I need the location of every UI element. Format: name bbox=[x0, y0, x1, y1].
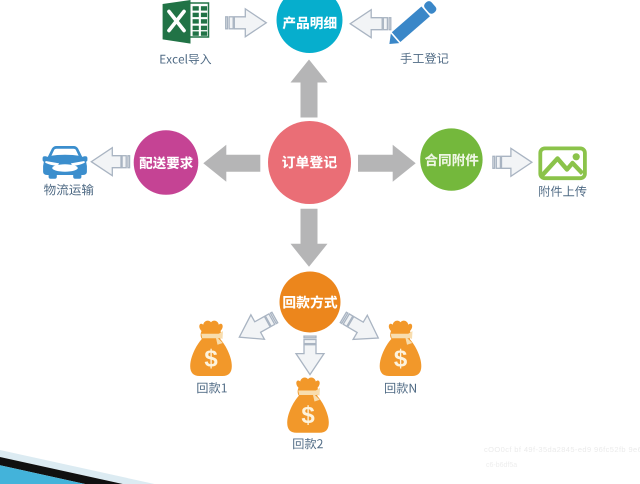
svg-text:cOO0cf bf 49f-35da2845-ed9 96f: cOO0cf bf 49f-35da2845-ed9 96fc52fb 9e6c… bbox=[484, 445, 640, 454]
svg-text:c6-b6df5a: c6-b6df5a bbox=[486, 462, 517, 469]
